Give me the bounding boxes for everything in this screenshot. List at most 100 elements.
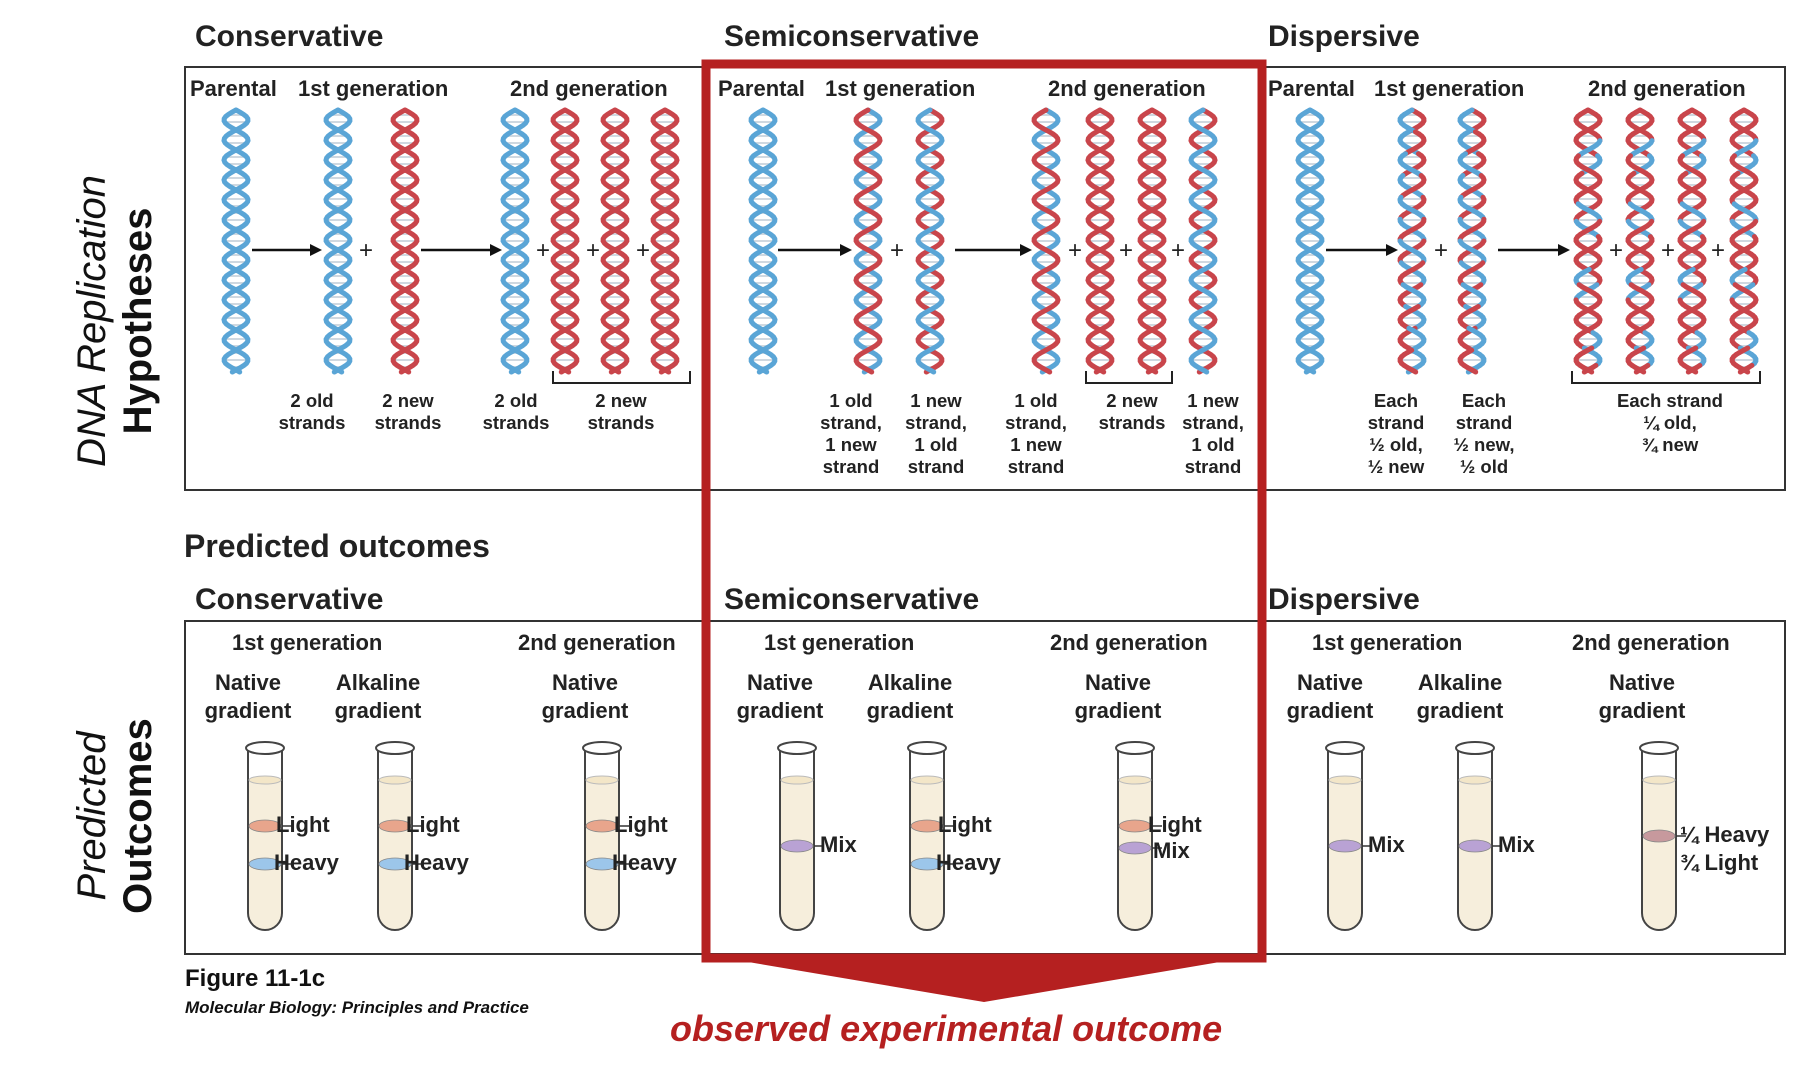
gen2-label: 2nd generation (518, 630, 676, 655)
gen2-label: 2nd generation (1048, 76, 1206, 101)
predicted-outcomes-heading: Predicted outcomes (184, 528, 490, 564)
strand-caption: Each strand ½ old, ½ new (1367, 390, 1425, 477)
strand-caption: 2 new strands (1098, 390, 1166, 433)
figure-number: Figure 11-1c (185, 965, 326, 992)
heavy-band (910, 857, 944, 871)
dna-helix (748, 107, 778, 375)
conservative-title: Conservative (195, 583, 384, 616)
plus-icon: + (1068, 237, 1082, 264)
gradient-label: Native gradient (204, 670, 292, 723)
centrifuge-tube (1115, 741, 1162, 931)
gen1-label: 1st generation (298, 76, 449, 101)
band-label: Mix (820, 832, 857, 857)
highlight-pointer (701, 954, 1267, 1002)
strand-caption: 1 new strand, 1 old strand (905, 390, 967, 477)
strand-caption: 2 new strands (374, 390, 442, 433)
centrifuge-tube (1455, 741, 1502, 931)
gen2-label: 2nd generation (1050, 630, 1208, 655)
gradient-label: Native gradient (1286, 670, 1374, 723)
dna-helix (1573, 107, 1603, 375)
plus-icon: + (1119, 237, 1133, 264)
heavy-band (378, 857, 412, 871)
dna-helix (390, 107, 420, 375)
light-band (585, 819, 619, 833)
dna-helix (500, 107, 530, 375)
gen2-label: 2nd generation (1588, 76, 1746, 101)
centrifuge-tube (582, 741, 629, 931)
group-bracket (552, 371, 691, 384)
centrifuge-tube (245, 741, 292, 931)
strand-caption: 2 old strands (482, 390, 550, 433)
dna-helix (1085, 107, 1115, 375)
group-bracket (1085, 371, 1173, 384)
band-label: Heavy (612, 850, 677, 875)
gen1-label: 1st generation (1312, 630, 1463, 655)
mix-band (1118, 841, 1152, 855)
band-label: ¼ Heavy (1680, 822, 1770, 847)
band-label: Mix (1153, 838, 1190, 863)
gradient-label: Native gradient (736, 670, 824, 723)
heavy-band (585, 857, 619, 871)
band-label: Mix (1498, 832, 1535, 857)
arrow-icon (778, 244, 852, 256)
band-label: Light (938, 812, 992, 837)
semiconservative-title: Semiconservative (724, 583, 980, 616)
band-label: Light (276, 812, 330, 837)
plus-icon: + (1609, 237, 1623, 264)
plus-icon: + (890, 237, 904, 264)
dna-helix (600, 107, 630, 375)
plus-icon: + (1661, 237, 1675, 264)
centrifuge-tube (907, 741, 954, 931)
light-band (1118, 819, 1152, 833)
parental-label: Parental (190, 76, 277, 101)
dna-helix (1031, 107, 1061, 375)
dna-helix (221, 107, 251, 375)
strand-caption: 1 old strand, 1 new strand (820, 390, 882, 477)
strand-caption: 1 new strand, 1 old strand (1182, 390, 1244, 477)
plus-icon: + (1434, 237, 1448, 264)
mix-band (780, 839, 814, 853)
centrifuge-tube (1639, 741, 1686, 931)
dispersive-title: Dispersive (1268, 20, 1420, 53)
mix-band (1458, 839, 1492, 853)
gen2-label: 2nd generation (1572, 630, 1730, 655)
gradient-label: Alkaline gradient (334, 670, 422, 723)
group-bracket (1571, 371, 1761, 384)
conservative-title: Conservative (195, 20, 384, 53)
gen1-label: 1st generation (1374, 76, 1525, 101)
dna-helix (1457, 107, 1487, 375)
strand-caption: 1 old strand, 1 new strand (1005, 390, 1067, 477)
band-label: Light (1148, 812, 1202, 837)
dna-helix (1397, 107, 1427, 375)
parental-label: Parental (1268, 76, 1355, 101)
arrow-icon (955, 244, 1032, 256)
dna-helix (853, 107, 883, 375)
dispersive-title: Dispersive (1268, 583, 1420, 616)
dna-helix (1729, 107, 1759, 375)
centrifuge-tube (375, 741, 422, 931)
strand-caption: Each strand ¼ old, ¾ new (1617, 390, 1723, 455)
gradient-label: Alkaline gradient (1416, 670, 1504, 723)
strand-caption: Each strand ½ new, ½ old (1453, 390, 1515, 477)
dna-helix (550, 107, 580, 375)
dna-helix (1295, 107, 1325, 375)
plus-icon: + (536, 237, 550, 264)
dna-helix (650, 107, 680, 375)
light-band (248, 819, 282, 833)
plus-icon: + (636, 237, 650, 264)
semiconservative-title: Semiconservative (724, 20, 980, 53)
plus-icon: + (1171, 237, 1185, 264)
band-label: Light (614, 812, 668, 837)
arrow-icon (421, 244, 502, 256)
quarter-band (1642, 829, 1676, 843)
strand-caption: 2 new strands (587, 390, 655, 433)
arrow-icon (1326, 244, 1398, 256)
band-label: Mix (1368, 832, 1405, 857)
band-label: Heavy (404, 850, 469, 875)
parental-label: Parental (718, 76, 805, 101)
gen1-label: 1st generation (825, 76, 976, 101)
dna-helix (323, 107, 353, 375)
